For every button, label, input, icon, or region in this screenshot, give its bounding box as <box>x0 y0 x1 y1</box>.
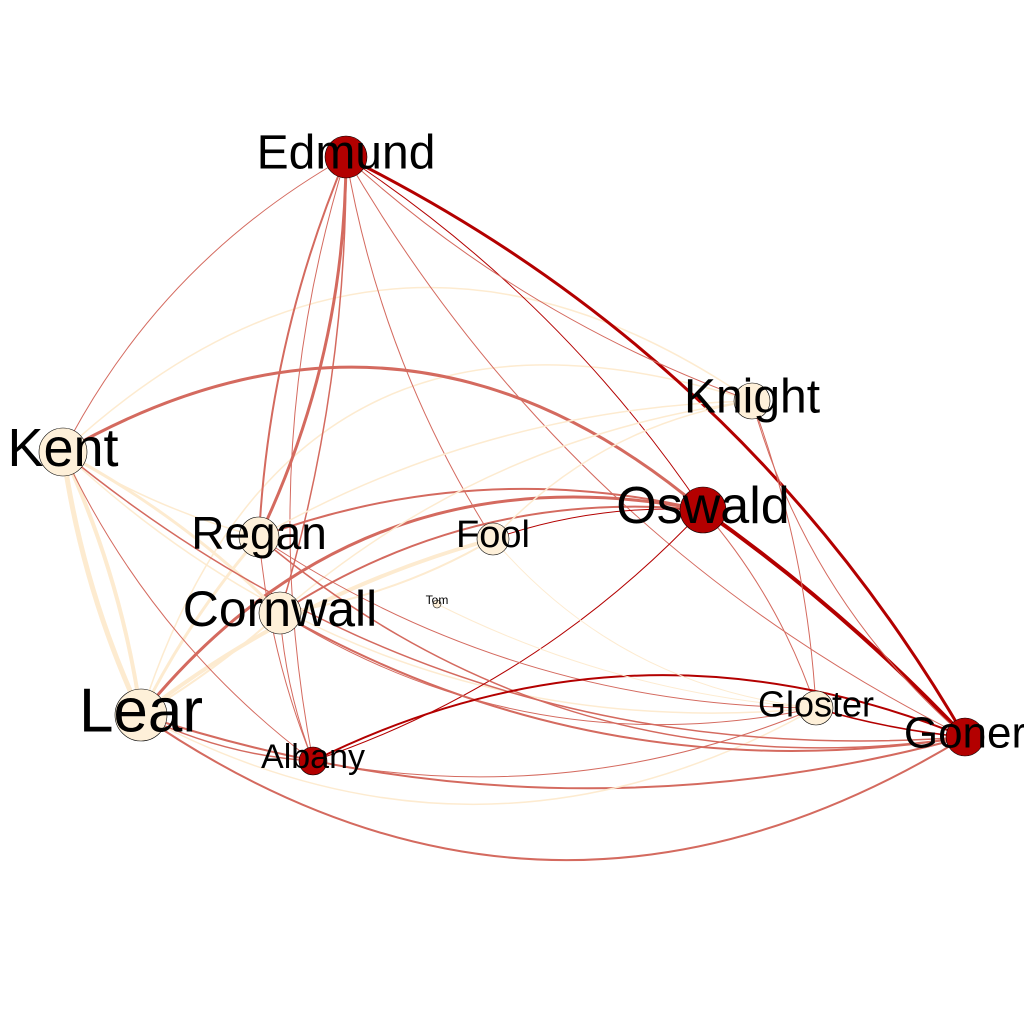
node-lear[interactable] <box>114 688 168 742</box>
edge-albany-goner <box>312 674 966 762</box>
edge-regan-albany <box>258 536 314 762</box>
edge-edmund-fool <box>345 156 494 540</box>
node-gloster[interactable] <box>798 690 834 726</box>
node-goner[interactable] <box>945 717 985 757</box>
edge-kent-knight <box>62 286 753 453</box>
node-edmund[interactable] <box>324 135 368 179</box>
edge-edmund-goner <box>345 156 966 738</box>
node-label-kent: Kent <box>7 418 118 478</box>
edge-regan-goner <box>258 536 966 749</box>
edge-kent-albany <box>62 451 314 762</box>
edge-lear-knight <box>140 364 753 716</box>
edge-lear-oswald <box>139 495 705 717</box>
node-label-lear: Lear <box>79 677 203 746</box>
node-label-gloster: Gloster <box>758 684 874 725</box>
edge-kent-regan <box>62 451 260 538</box>
edge-oswald-cornwall <box>279 505 704 614</box>
edge-kent-gloster <box>62 451 817 714</box>
edge-knight-cornwall <box>279 400 753 614</box>
node-tom[interactable] <box>432 599 442 609</box>
edge-lear-kent <box>60 449 144 718</box>
edge-regan-gloster <box>258 536 817 709</box>
edge-edmund-cornwall <box>279 156 347 614</box>
edge-edmund-goner <box>344 155 967 739</box>
edge-kent-goner <box>62 451 966 742</box>
edge-oswald-gloster <box>702 509 817 709</box>
edge-kent-edmund <box>62 156 347 453</box>
node-label-tom: Tom <box>426 593 449 607</box>
edge-oswald-goner <box>701 508 967 739</box>
node-label-cornwall: Cornwall <box>183 581 378 637</box>
edge-edmund-regan <box>258 156 347 538</box>
edge-lear-goner <box>140 714 966 862</box>
node-label-fool: Fool <box>456 514 530 556</box>
node-fool[interactable] <box>476 522 510 556</box>
edge-edmund-albany <box>289 156 347 762</box>
edge-lear-gloster <box>140 707 817 806</box>
node-label-goner: Goner <box>904 709 1024 758</box>
node-label-oswald: Oswald <box>616 477 789 535</box>
edge-oswald-albany <box>312 509 704 762</box>
node-knight[interactable] <box>733 382 771 420</box>
edge-tom-gloster <box>436 603 817 709</box>
node-regan[interactable] <box>238 516 280 558</box>
edge-cornwall-goner <box>279 612 966 752</box>
edge-fool-gloster <box>492 538 817 709</box>
edge-knight-gloster <box>751 400 817 709</box>
edges-layer <box>60 155 967 862</box>
edge-knight-goner <box>751 400 966 738</box>
node-label-regan: Regan <box>191 507 327 559</box>
edge-kent-cornwall <box>61 450 282 615</box>
node-cornwall[interactable] <box>258 591 302 635</box>
edge-lear-goner <box>140 714 966 790</box>
nodes-layer <box>38 135 985 776</box>
node-albany[interactable] <box>298 746 328 776</box>
node-label-edmund: Edmund <box>257 127 436 180</box>
edge-albany-gloster <box>312 707 817 778</box>
node-label-albany: Albany <box>261 738 365 776</box>
edge-cornwall-gloster <box>279 612 817 726</box>
edge-edmund-oswald <box>345 156 704 511</box>
edge-edmund-regan <box>257 155 348 539</box>
edge-lear-kent <box>61 450 143 717</box>
node-oswald[interactable] <box>679 486 727 534</box>
edge-cornwall-fool <box>279 538 494 614</box>
edge-oswald-regan <box>258 487 704 538</box>
edge-knight-fool <box>492 400 753 540</box>
edge-kent-oswald <box>61 365 705 512</box>
node-label-knight: Knight <box>684 371 820 424</box>
edge-oswald-fool <box>492 508 704 540</box>
edge-edmund-knight <box>345 156 753 402</box>
edge-knight-regan <box>258 400 753 538</box>
node-kent[interactable] <box>38 427 88 477</box>
